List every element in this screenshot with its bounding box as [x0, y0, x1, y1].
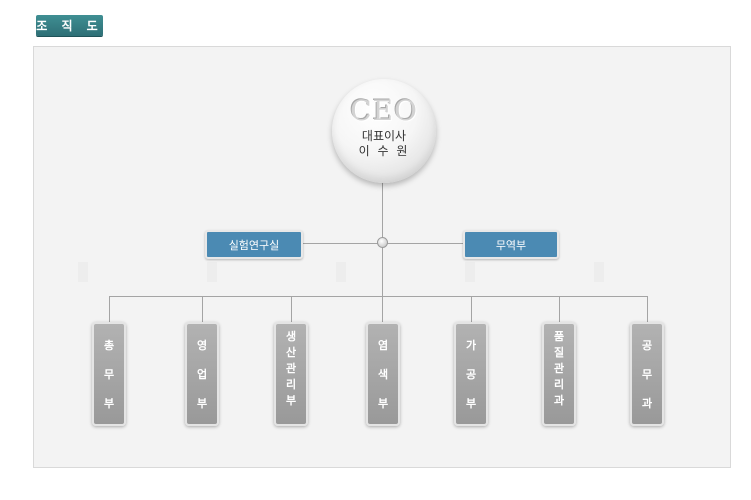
- trade-dept-node: 무역부: [463, 230, 559, 259]
- decorative-mark: [465, 262, 475, 282]
- dept-drop-line: [647, 296, 648, 322]
- decorative-mark: [594, 262, 604, 282]
- dept-char: 무: [641, 367, 653, 381]
- dept-drop-line: [382, 296, 383, 322]
- dept-char: 생: [285, 330, 297, 343]
- dept-char: 품: [553, 330, 565, 343]
- dept-production-management: 생 산 관 리 부: [274, 322, 308, 426]
- dept-char: 부: [196, 397, 208, 411]
- lab-node: 실험연구실: [205, 230, 303, 259]
- dept-char: 리: [553, 378, 565, 391]
- decorative-mark: [207, 262, 217, 282]
- dept-sales: 영 업 부: [185, 322, 219, 426]
- dept-processing: 가 공 부: [454, 322, 488, 426]
- ceo-title: CEO: [350, 94, 418, 127]
- ceo-name: 이 수 원: [358, 144, 410, 158]
- ceo-position: 대표이사: [361, 129, 407, 143]
- dept-char: 부: [103, 397, 115, 411]
- dept-char: 산: [285, 346, 297, 359]
- ceo-node: CEO 대표이사 이 수 원: [332, 79, 436, 183]
- dept-bus-line: [109, 296, 648, 297]
- dept-char: 부: [377, 397, 389, 411]
- dept-drop-line: [559, 296, 560, 322]
- dept-dyeing: 염 색 부: [366, 322, 400, 426]
- decorative-mark: [336, 262, 346, 282]
- junction-dot-icon: [377, 237, 388, 248]
- dept-char: 무: [103, 367, 115, 381]
- dept-char: 과: [553, 394, 565, 407]
- dept-char: 가: [465, 338, 477, 352]
- dept-char: 과: [641, 397, 653, 411]
- dept-drop-line: [471, 296, 472, 322]
- dept-char: 색: [377, 367, 389, 381]
- dept-char: 부: [465, 397, 477, 411]
- dept-general-affairs: 총 무 부: [92, 322, 126, 426]
- decorative-mark: [78, 262, 88, 282]
- dept-drop-line: [202, 296, 203, 322]
- dept-char: 공: [641, 338, 653, 352]
- dept-char: 총: [103, 338, 115, 352]
- dept-char: 리: [285, 378, 297, 391]
- dept-drop-line: [291, 296, 292, 322]
- dept-char: 부: [285, 394, 297, 407]
- dept-char: 영: [196, 338, 208, 352]
- dept-engineering: 공 무 과: [630, 322, 664, 426]
- dept-char: 공: [465, 367, 477, 381]
- dept-char: 업: [196, 367, 208, 381]
- dept-quality-management: 품 질 관 리 과: [542, 322, 576, 426]
- dept-drop-line: [109, 296, 110, 322]
- dept-char: 염: [377, 338, 389, 352]
- org-chart-tab: 조 직 도: [36, 15, 103, 36]
- dept-char: 관: [553, 362, 565, 375]
- dept-char: 질: [553, 346, 565, 359]
- dept-char: 관: [285, 362, 297, 375]
